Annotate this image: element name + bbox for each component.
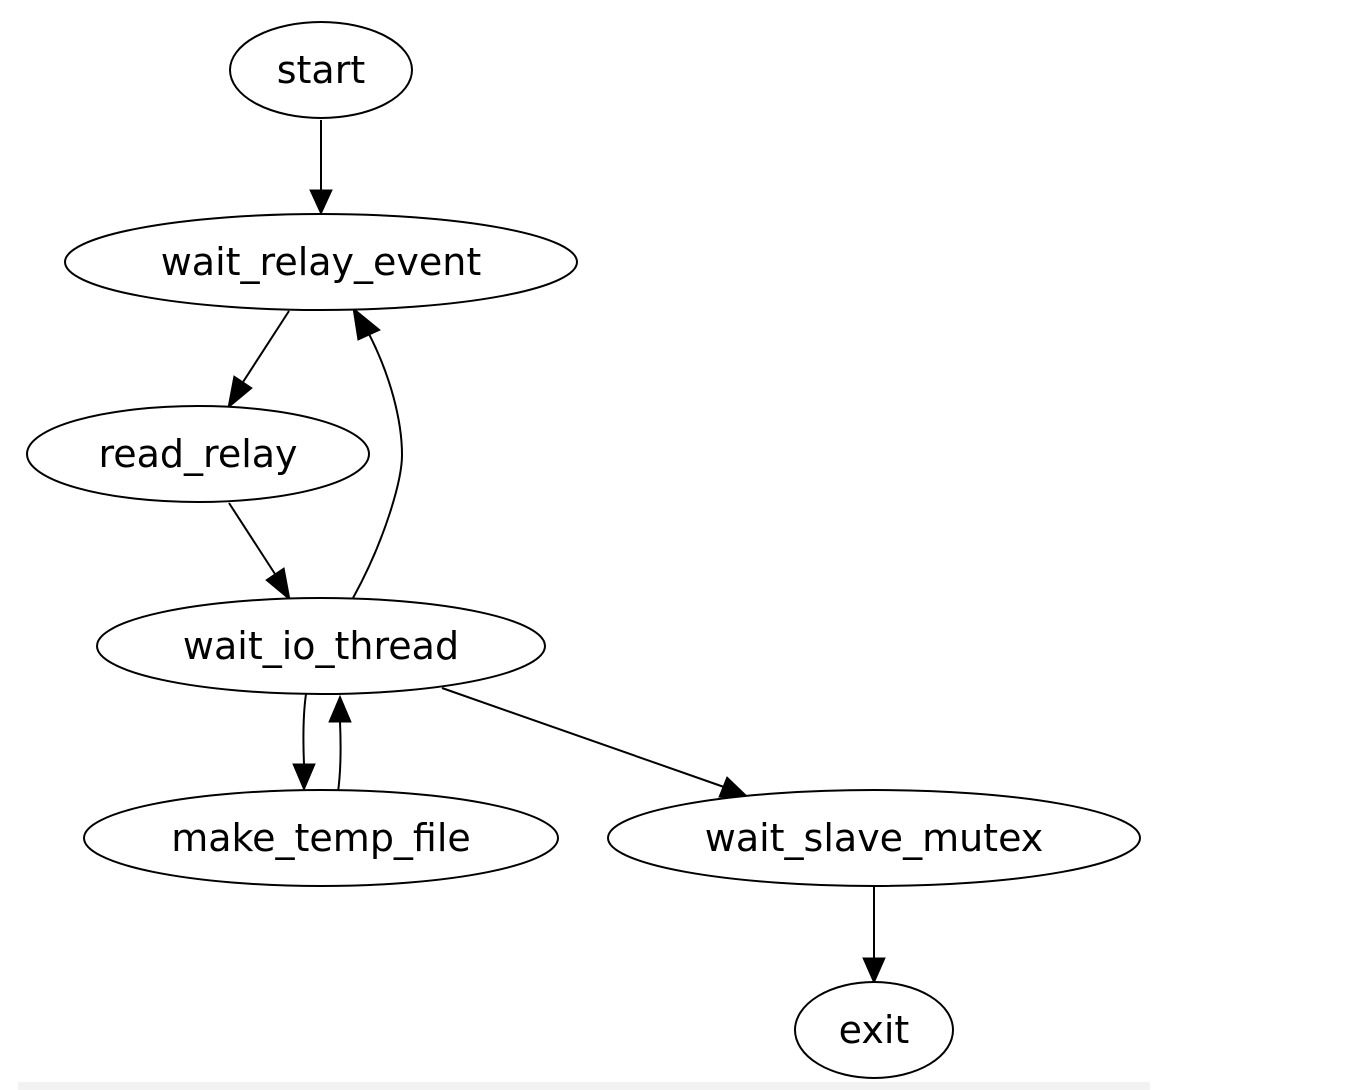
- node-ellipse: [794, 981, 954, 1079]
- arrow-head: [265, 567, 291, 602]
- node-wait-slave-mutex: wait_slave_mutex: [607, 789, 1141, 887]
- node-label: exit: [839, 1008, 910, 1052]
- arrow-head: [292, 763, 316, 792]
- edge-wait-slave-mutex-to-exit: [862, 887, 886, 985]
- arrow-head: [352, 306, 381, 341]
- edge-line: [228, 502, 276, 575]
- node-ellipse: [26, 405, 370, 503]
- node-make-temp-file: make_temp_file: [83, 789, 559, 887]
- edge-read-relay-to-wait-io-thread: [228, 502, 291, 602]
- arrow-head: [227, 375, 253, 410]
- node-ellipse: [64, 213, 578, 311]
- edge-wait-io-thread-to-wait-relay-event: [352, 306, 404, 599]
- edge-line: [337, 721, 342, 793]
- edge-line: [242, 310, 290, 383]
- node-ellipse: [607, 789, 1141, 887]
- node-label: wait_relay_event: [161, 240, 482, 284]
- node-wait-io-thread: wait_io_thread: [96, 597, 546, 695]
- node-ellipse: [96, 597, 546, 695]
- node-ellipse: [229, 21, 413, 119]
- edge-make-temp-file-to-wait-io-thread: [328, 694, 352, 793]
- node-wait-relay-event: wait_relay_event: [64, 213, 578, 311]
- edge-wait-io-thread-to-make-temp-file: [292, 693, 316, 792]
- node-label: wait_slave_mutex: [705, 816, 1044, 860]
- edge-line: [441, 687, 725, 788]
- node-ellipse: [83, 789, 559, 887]
- node-read-relay: read_relay: [26, 405, 370, 503]
- node-label: start: [277, 48, 366, 92]
- edge-wait-io-thread-to-wait-slave-mutex: [441, 687, 752, 800]
- edge-line: [352, 333, 404, 599]
- edge-start-to-wait-relay-event: [309, 120, 333, 216]
- node-label: read_relay: [98, 432, 297, 476]
- edge-line: [302, 693, 307, 765]
- bottom-strip: [18, 1082, 1150, 1090]
- arrow-head: [309, 189, 333, 216]
- node-label: wait_io_thread: [183, 624, 459, 668]
- arrow-head: [862, 957, 886, 985]
- node-exit: exit: [794, 981, 954, 1079]
- arrow-head: [328, 694, 352, 723]
- edge-wait-relay-event-to-read-relay: [227, 310, 290, 410]
- node-label: make_temp_file: [171, 816, 471, 860]
- node-start: start: [229, 21, 413, 119]
